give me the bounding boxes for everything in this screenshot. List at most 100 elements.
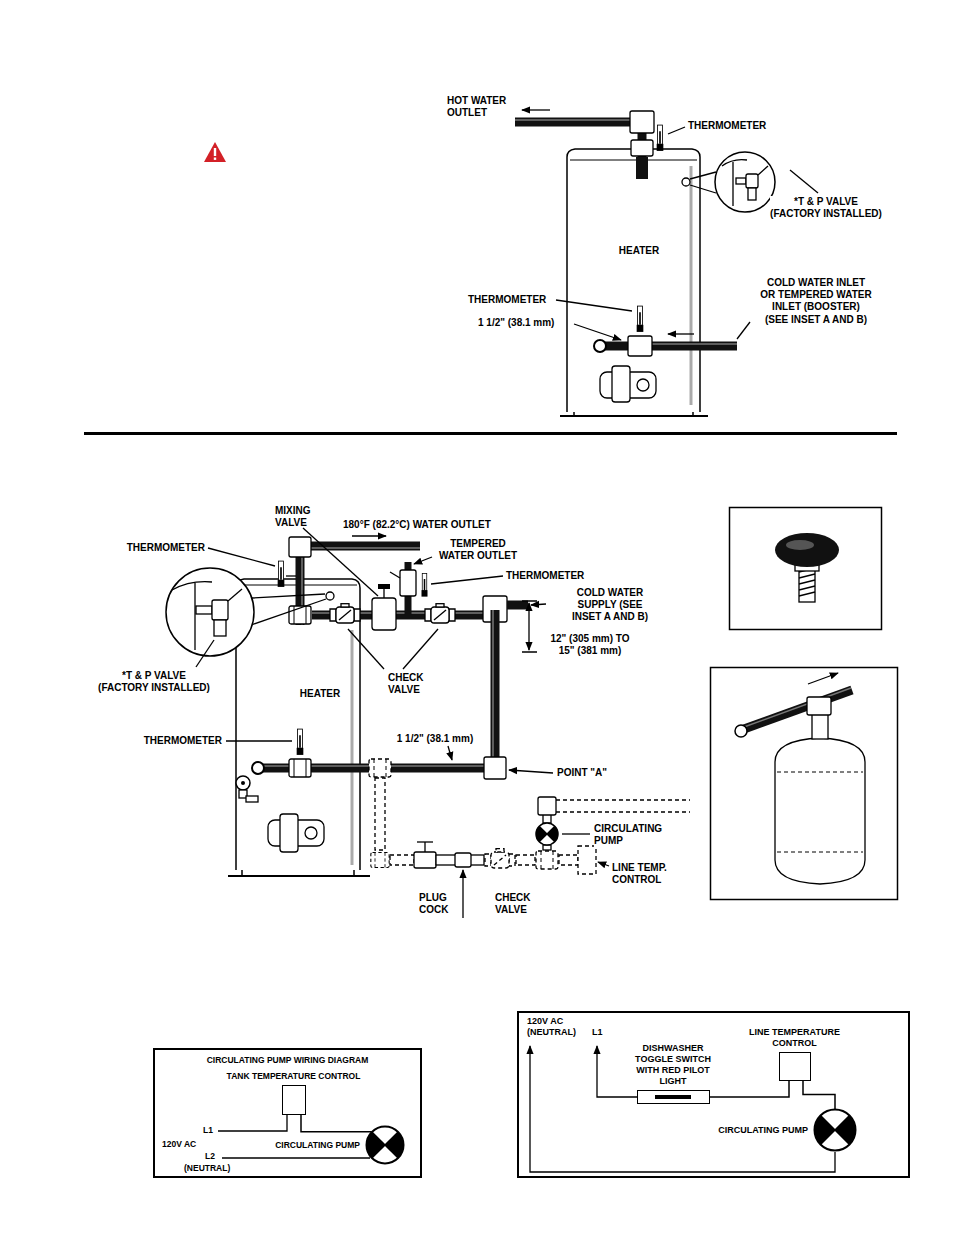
node-label: LINE TEMPERATURE CONTROL — [749, 1027, 841, 1049]
hot-water-pipe — [515, 110, 654, 179]
tp-valve-inset — [214, 620, 226, 636]
wiring — [597, 1046, 637, 1097]
pump-symbol — [365, 1125, 405, 1165]
mixing-manifold — [507, 601, 528, 610]
inset-b — [807, 697, 831, 715]
callout-label: *T & P VALVE (FACTORY INSTALLED) — [770, 196, 883, 220]
return-pipe — [262, 610, 493, 766]
mixing-manifold — [372, 598, 396, 630]
callout-label: COLD WATER INLET OR TEMPERED WATER INLET… — [760, 277, 873, 326]
toggle-switch: DISHWASHER TOGGLE SWITCH WITH RED PILOT … — [637, 1090, 710, 1104]
wire — [710, 1081, 789, 1097]
callout-label: 12" (305 mm) TO 15" (381 mm) — [550, 633, 631, 657]
pump-circle — [367, 1127, 404, 1164]
pump-fill — [367, 1132, 404, 1158]
callout-label: L1 — [203, 1125, 213, 1135]
wiring — [218, 1012, 909, 1177]
inset-a — [730, 508, 882, 630]
callout-label: 1 1/2" (38.1 mm) — [478, 317, 554, 329]
callout-label: LINE TEMP. CONTROL — [612, 862, 668, 886]
mixing-manifold — [348, 629, 384, 669]
heater-tank: HEATER — [236, 580, 360, 870]
inset-b — [711, 668, 898, 900]
tp-valve-inset — [172, 582, 212, 590]
callout-label: COLD WATER SUPPLY (SEE INSET A AND B) — [571, 587, 649, 624]
cold-water-inlet — [556, 300, 750, 356]
recirculation-loop — [556, 800, 690, 812]
pump-symbol: CIRCULATING PUMP — [365, 1125, 405, 1165]
return-pipe — [448, 746, 452, 760]
mixing-manifold — [303, 528, 378, 596]
thermometer — [657, 125, 664, 151]
mixing-manifold — [414, 557, 432, 564]
callout-label: *T & P VALVE (FACTORY INSTALLED) — [98, 670, 211, 694]
inset-a — [730, 508, 882, 630]
callout-label: 120V AC (NEUTRAL) — [527, 1016, 565, 1038]
tp-valve-inset — [682, 178, 690, 186]
hot-water-outlet-pipe — [208, 548, 275, 566]
hot-water-pipe — [631, 140, 653, 156]
node-label: HEATER — [300, 688, 340, 700]
recirculation-loop — [455, 853, 471, 867]
callout-label: HOT WATER OUTLET — [447, 95, 508, 119]
recirculation-loop — [559, 855, 578, 865]
water-heater-tank — [228, 875, 370, 877]
heater-tank: HEATER — [567, 157, 700, 412]
callout-label: THERMOMETER — [468, 294, 546, 306]
recirculation-loop — [371, 853, 389, 868]
mixing-manifold — [383, 588, 384, 598]
cold-water-inlet — [574, 324, 621, 340]
node-label: TANK TEMPERATURE CONTROL — [227, 1071, 361, 1081]
inset-b — [812, 712, 828, 739]
inset-b — [735, 725, 747, 737]
recirculation-loop — [417, 841, 433, 842]
tp-valve-inset — [758, 166, 768, 175]
callout-label: THERMOMETER — [127, 542, 205, 554]
tp-valve-inset — [732, 162, 733, 206]
mixing-manifold — [400, 570, 416, 596]
water-heater-tank — [351, 630, 354, 865]
inset-a — [786, 540, 814, 550]
recirculation-loop — [578, 846, 596, 874]
callout-label: PLUG COCK — [419, 892, 429, 916]
inset-a — [799, 568, 815, 596]
water-heater-tank — [236, 579, 360, 870]
hot-water-pipe — [515, 122, 642, 157]
recirculation-loop — [562, 833, 590, 834]
switch-bar — [655, 1095, 691, 1099]
hot-water-pipe — [522, 109, 550, 110]
tp-valve-inset — [690, 172, 716, 179]
gas-control — [612, 366, 630, 402]
callout-label: THERMOMETER — [506, 570, 584, 582]
inset-b — [744, 690, 852, 729]
callout-label: POINT "A" — [557, 767, 607, 779]
callout-label: 180°F (82.2°C) WATER OUTLET — [343, 519, 491, 531]
mixing-manifold — [330, 604, 360, 623]
tp-valve-inset — [194, 583, 195, 650]
water-heater-tank — [560, 415, 708, 417]
temperature-control-box: LINE TEMPERATURE CONTROL — [779, 1052, 811, 1081]
drain-valve — [236, 776, 258, 802]
gas-control — [280, 814, 298, 852]
inset-b — [808, 673, 838, 684]
node-label: HEATER — [619, 245, 659, 257]
callout-label: THERMOMETER — [688, 120, 766, 132]
mixing-manifold — [378, 584, 390, 589]
recirculation-loop — [536, 823, 558, 845]
warning-icon — [204, 142, 226, 162]
pump-symbol: CIRCULATING PUMP — [813, 1108, 857, 1152]
drain-valve — [241, 781, 245, 785]
tp-valve-inset — [722, 160, 747, 166]
recirculation-loop — [538, 797, 556, 815]
callout-label: MIXING VALVE — [275, 505, 285, 529]
tp-valve-inset — [228, 589, 242, 601]
callout-label: L1 — [592, 1027, 603, 1038]
return-pipe — [297, 729, 304, 755]
return-pipe — [226, 610, 553, 779]
tp-valve-inset — [196, 640, 214, 667]
tp-valve-inset — [212, 600, 228, 620]
drain-valve — [236, 776, 250, 790]
gas-control — [637, 379, 649, 391]
recirculation-loop — [462, 870, 463, 918]
recirculation-loop — [536, 851, 558, 869]
